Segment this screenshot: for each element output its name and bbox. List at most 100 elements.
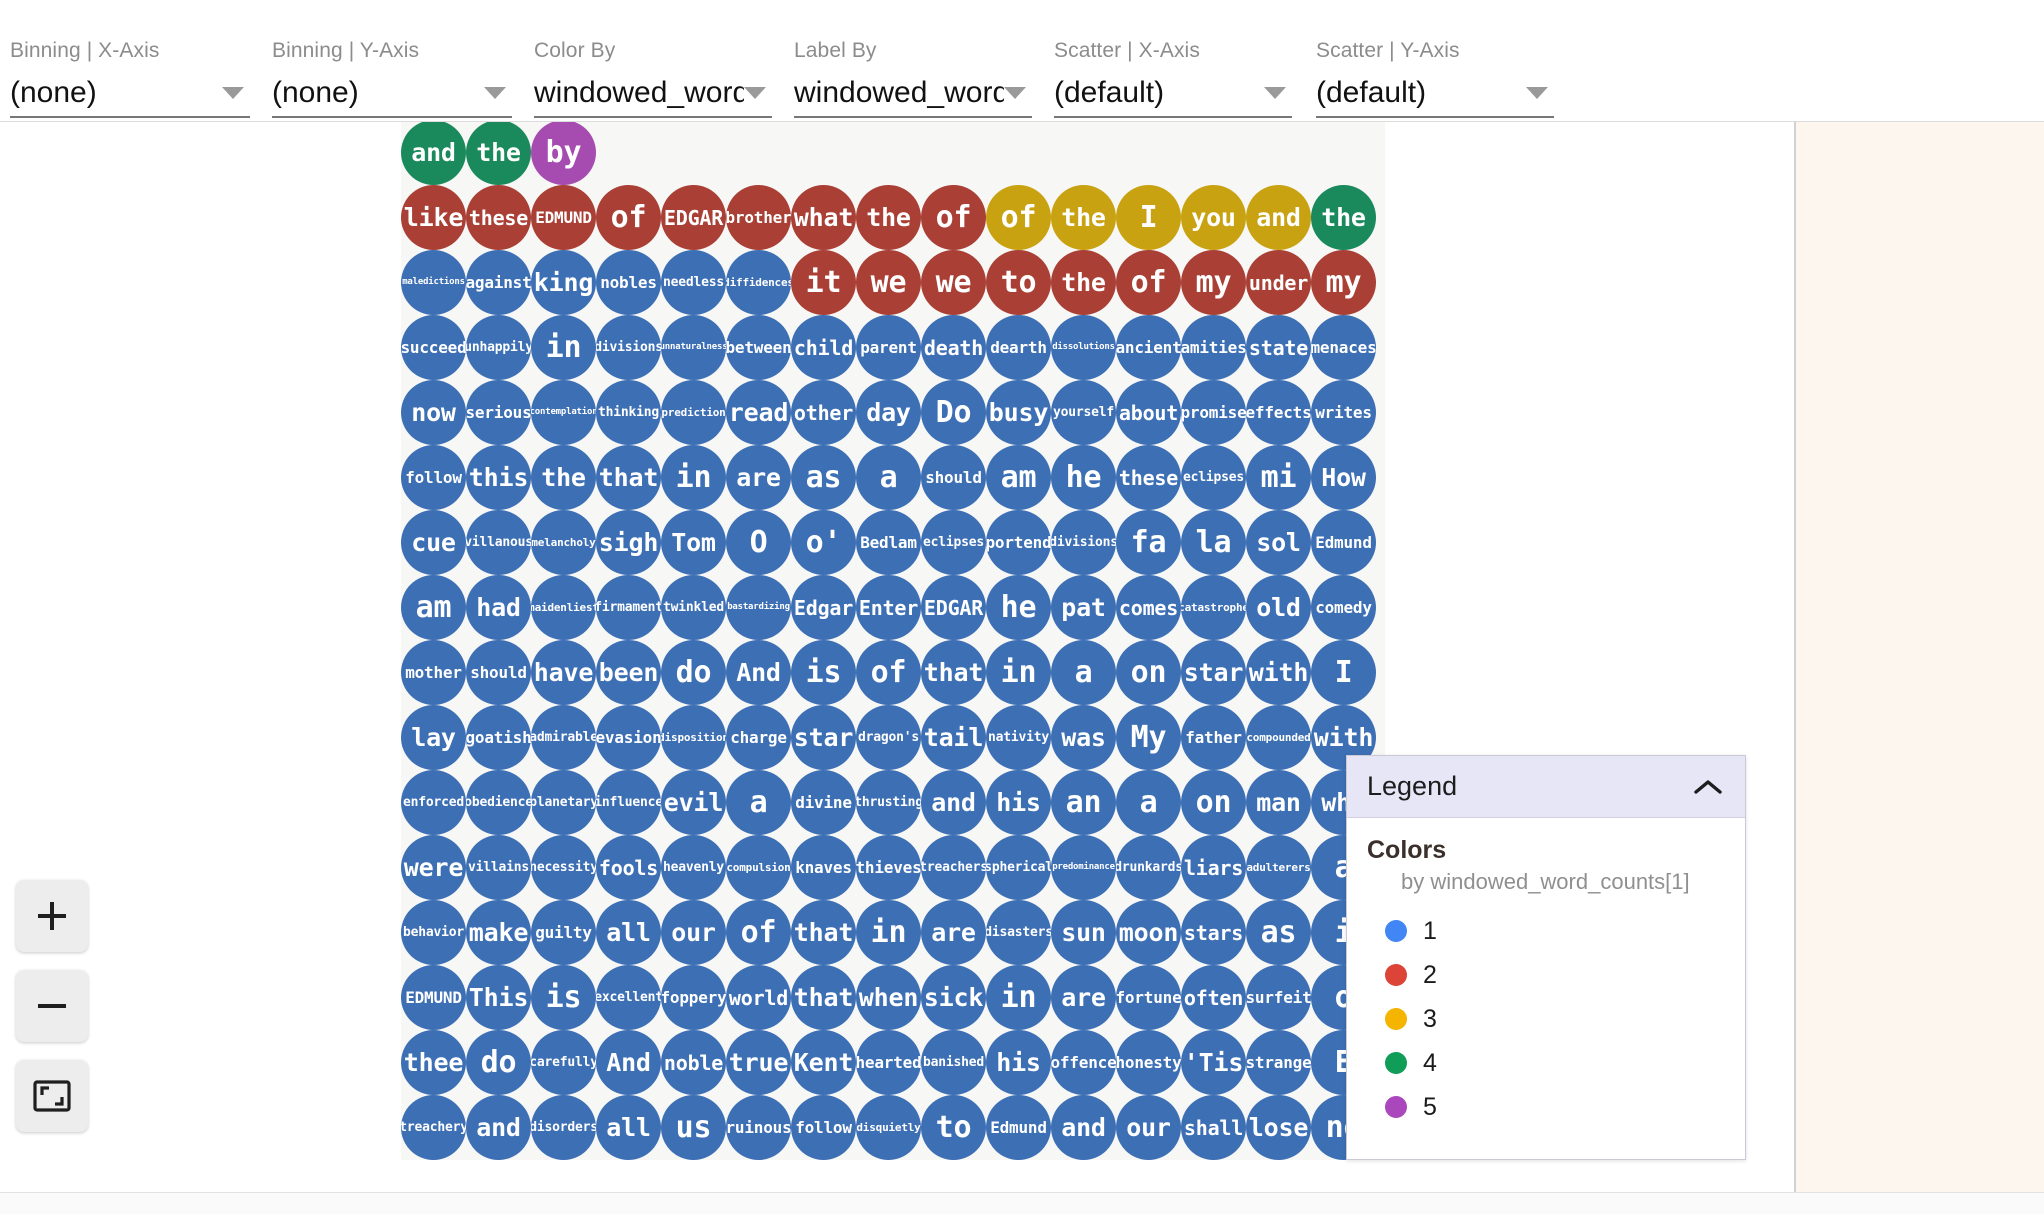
bubble-point[interactable]: excellent: [596, 965, 661, 1030]
bubble-point[interactable]: should: [466, 640, 531, 705]
bubble-point[interactable]: o': [791, 510, 856, 575]
bubble-point[interactable]: have: [531, 640, 596, 705]
bubble-point[interactable]: with: [1246, 640, 1311, 705]
chevron-down-icon[interactable]: [1004, 87, 1026, 99]
bubble-point[interactable]: about: [1116, 380, 1181, 445]
bubble-point[interactable]: divisions: [596, 315, 661, 380]
bubble-point[interactable]: king: [531, 250, 596, 315]
bubble-point[interactable]: on: [1181, 770, 1246, 835]
bubble-point[interactable]: the: [531, 445, 596, 510]
bubble-point[interactable]: this: [466, 445, 531, 510]
bubble-point[interactable]: sun: [1051, 900, 1116, 965]
bubble-point[interactable]: am: [986, 445, 1051, 510]
bubble-point[interactable]: predominance: [1051, 835, 1116, 900]
bubble-point[interactable]: we: [921, 250, 986, 315]
bubble-point[interactable]: lay: [401, 705, 466, 770]
bubble-point[interactable]: on: [1116, 640, 1181, 705]
bubble-point[interactable]: 'Tis: [1181, 1030, 1246, 1095]
bubble-point[interactable]: his: [986, 1030, 1051, 1095]
bubble-point[interactable]: thee: [401, 1030, 466, 1095]
bubble-point[interactable]: a: [856, 445, 921, 510]
legend-item[interactable]: 5: [1367, 1085, 1725, 1129]
bubble-point[interactable]: EDGAR: [921, 575, 986, 640]
bubble-point[interactable]: these: [1116, 445, 1181, 510]
bubble-point[interactable]: were: [401, 835, 466, 900]
bubble-point[interactable]: portend: [986, 510, 1051, 575]
bubble-point[interactable]: necessity: [531, 835, 596, 900]
bubble-point[interactable]: strange: [1246, 1030, 1311, 1095]
bubble-point[interactable]: follow: [791, 1095, 856, 1160]
bubble-point[interactable]: eclipses: [921, 510, 986, 575]
bubble-point[interactable]: EDGAR: [661, 185, 726, 250]
bubble-point[interactable]: And: [726, 640, 791, 705]
bubble-point[interactable]: eclipses: [1181, 445, 1246, 510]
bubble-point[interactable]: a: [726, 770, 791, 835]
chevron-down-icon[interactable]: [484, 87, 506, 99]
bubble-point[interactable]: the: [1311, 185, 1376, 250]
bubble-point[interactable]: treachers: [921, 835, 986, 900]
bubble-point[interactable]: are: [1051, 965, 1116, 1030]
bubble-point[interactable]: star: [791, 705, 856, 770]
bubble-point[interactable]: nativity: [986, 705, 1051, 770]
bubble-point[interactable]: in: [986, 640, 1051, 705]
scatter-y-axis-select[interactable]: (default): [1316, 70, 1554, 118]
bubble-point[interactable]: am: [401, 575, 466, 640]
bubble-point[interactable]: our: [661, 900, 726, 965]
binning-x-axis-select[interactable]: (none): [10, 70, 250, 118]
bubble-point[interactable]: now: [401, 380, 466, 445]
bubble-point[interactable]: Edgar: [791, 575, 856, 640]
bubble-point[interactable]: of: [596, 185, 661, 250]
bubble-point[interactable]: My: [1116, 705, 1181, 770]
bubble-point[interactable]: compulsion: [726, 835, 791, 900]
zoom-out-button[interactable]: [16, 970, 88, 1042]
bubble-point[interactable]: day: [856, 380, 921, 445]
bubble-point[interactable]: that: [596, 445, 661, 510]
bubble-point[interactable]: you: [1181, 185, 1246, 250]
bubble-point[interactable]: cue: [401, 510, 466, 575]
bubble-point[interactable]: drunkards: [1116, 835, 1181, 900]
bubble-point[interactable]: like: [401, 185, 466, 250]
legend-item[interactable]: 3: [1367, 997, 1725, 1041]
bubble-point[interactable]: should: [921, 445, 986, 510]
bubble-point[interactable]: world: [726, 965, 791, 1030]
bubble-point[interactable]: of: [921, 185, 986, 250]
bubble-point[interactable]: of: [856, 640, 921, 705]
bubble-point[interactable]: follow: [401, 445, 466, 510]
bubble-point[interactable]: carefully: [531, 1030, 596, 1095]
bubble-point[interactable]: do: [661, 640, 726, 705]
bubble-point[interactable]: surfeit: [1246, 965, 1311, 1030]
bubble-point[interactable]: diffidences: [726, 250, 791, 315]
bubble-point[interactable]: menaces: [1311, 315, 1376, 380]
bubble-point[interactable]: disquietly: [856, 1095, 921, 1160]
legend-panel[interactable]: Legend Colors by windowed_word_counts[1]…: [1346, 755, 1746, 1160]
bubble-point[interactable]: to: [921, 1095, 986, 1160]
bubble-point[interactable]: all: [596, 900, 661, 965]
bubble-point[interactable]: divine: [791, 770, 856, 835]
bubble-point[interactable]: thrusting: [856, 770, 921, 835]
bubble-point[interactable]: as: [791, 445, 856, 510]
bubble-point[interactable]: an: [1051, 770, 1116, 835]
bubble-point[interactable]: of: [726, 900, 791, 965]
bubble-point[interactable]: twinkled: [661, 575, 726, 640]
bubble-point[interactable]: I: [1116, 185, 1181, 250]
bubble-point[interactable]: our: [1116, 1095, 1181, 1160]
bubble-point[interactable]: divisions: [1051, 510, 1116, 575]
bubble-point[interactable]: foppery: [661, 965, 726, 1030]
bubble-point[interactable]: man: [1246, 770, 1311, 835]
bubble-point[interactable]: This: [466, 965, 531, 1030]
bubble-point[interactable]: treachery: [401, 1095, 466, 1160]
bubble-point[interactable]: stars: [1181, 900, 1246, 965]
bubble-point[interactable]: spherical: [986, 835, 1051, 900]
bubble-point[interactable]: And: [596, 1030, 661, 1095]
bubble-point[interactable]: my: [1311, 250, 1376, 315]
bubble-point[interactable]: lose: [1246, 1095, 1311, 1160]
bubble-point[interactable]: compounded: [1246, 705, 1311, 770]
bubble-point[interactable]: nobles: [596, 250, 661, 315]
bubble-point[interactable]: was: [1051, 705, 1116, 770]
bubble-point[interactable]: and: [1246, 185, 1311, 250]
bubble-point[interactable]: How: [1311, 445, 1376, 510]
legend-item[interactable]: 2: [1367, 953, 1725, 997]
bubble-point[interactable]: liars: [1181, 835, 1246, 900]
bubble-point[interactable]: these: [466, 185, 531, 250]
